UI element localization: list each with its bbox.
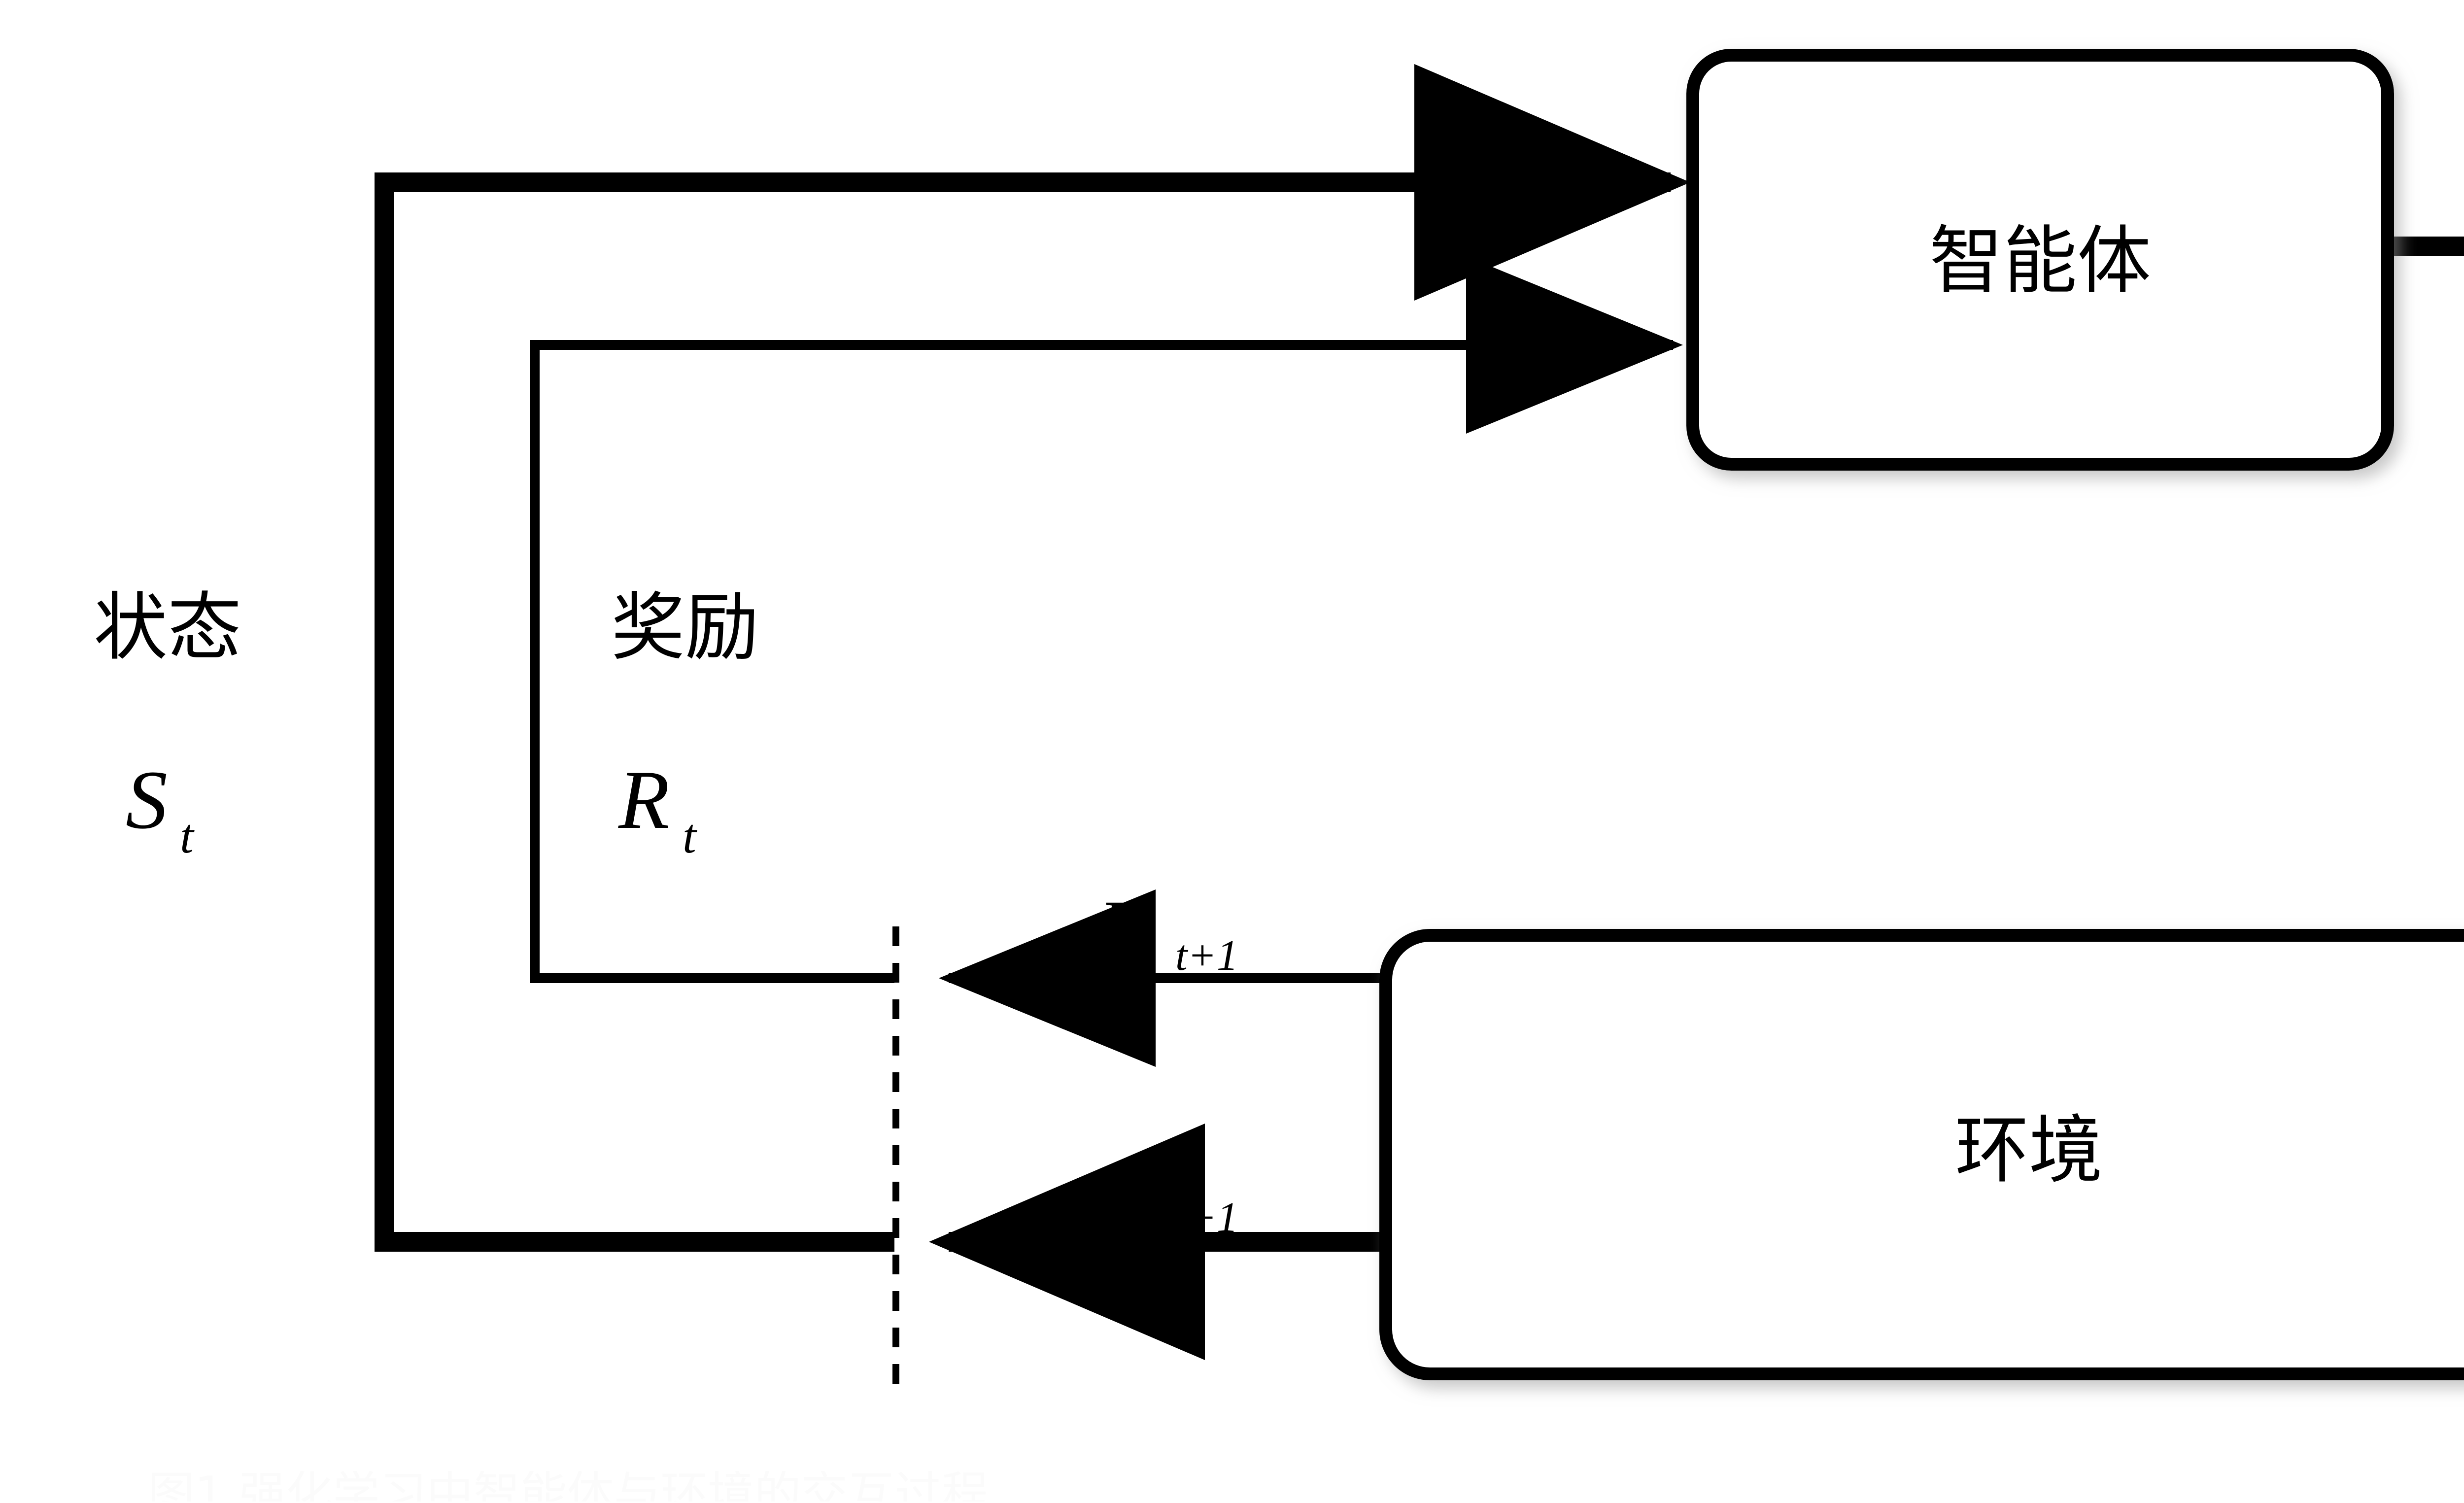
edge-state-to-agent xyxy=(375,64,1690,1252)
figure-caption: 图1 强化学习中智能体与环境的交互过程 xyxy=(148,1471,989,1502)
reward-symbol: R xyxy=(618,753,670,846)
state-symbol: S xyxy=(126,753,168,846)
reward-next-symbol: R xyxy=(1098,886,1144,967)
state-next-subscript: t+1 xyxy=(1175,1194,1238,1242)
state-next-symbol: S xyxy=(1105,1148,1142,1230)
label-state-next: S t+1 xyxy=(1105,1148,1238,1242)
node-agent[interactable]: 智能体 xyxy=(1686,49,2394,471)
state-subscript: t xyxy=(180,809,195,863)
reward-label-text: 奖励 xyxy=(611,585,759,671)
agent-label: 智能体 xyxy=(1929,218,2151,304)
environment-label: 环境 xyxy=(1955,1108,2103,1194)
label-reward: 奖励 R t xyxy=(611,585,759,863)
reward-subscript: t xyxy=(683,809,697,863)
edge-reward-to-agent xyxy=(530,256,1683,983)
label-reward-next: R t+1 xyxy=(1098,886,1238,980)
environment-box-shape xyxy=(1379,929,2464,1380)
node-environment[interactable]: 环境 xyxy=(1379,929,2464,1380)
label-state: 状态 S t xyxy=(94,585,241,863)
state-label-text: 状态 xyxy=(94,585,241,671)
agent-box-shape xyxy=(1686,49,2394,471)
reward-next-subscript: t+1 xyxy=(1175,932,1238,980)
